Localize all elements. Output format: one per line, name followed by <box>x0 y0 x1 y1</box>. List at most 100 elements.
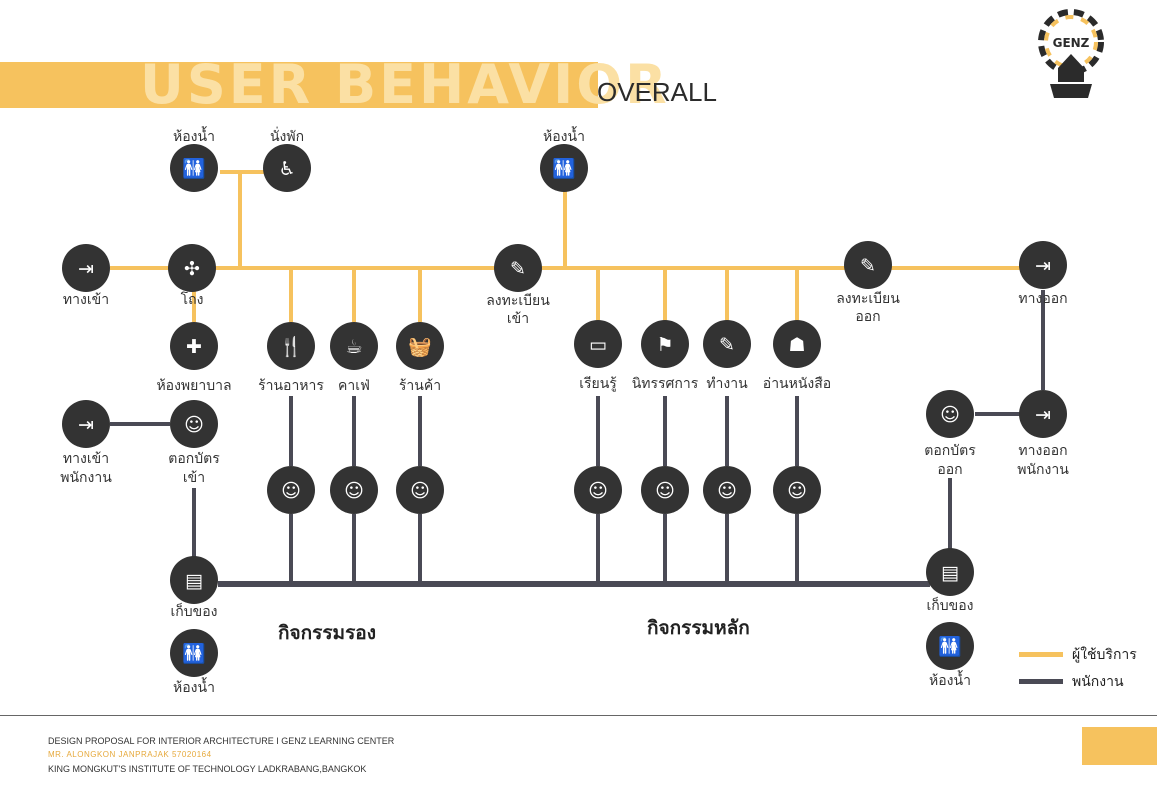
label-rest-area: นั่งพัก <box>269 129 305 145</box>
label-staff-exit-2: พนักงาน <box>1017 462 1069 478</box>
register-out-icon: ✎ <box>844 241 892 289</box>
rest-area-icon: ♿ <box>263 144 311 192</box>
restaurant-icon: 🍴 <box>267 322 315 370</box>
restroom-icon: 🚻 <box>540 144 588 192</box>
staff-worker-icon: ☺ <box>703 466 751 514</box>
infirmary-icon: ✚ <box>170 322 218 370</box>
section-primary-activities: กิจกรรมหลัก <box>647 617 750 639</box>
svg-text:✎: ✎ <box>860 255 876 277</box>
label-shop: ร้านค้า <box>398 378 442 394</box>
staff-worker-icon: ☺ <box>396 466 444 514</box>
staff-entrance-icon: ⇥ <box>62 400 110 448</box>
cafe-icon: ☕ <box>330 322 378 370</box>
label-exit: ทางออก <box>1018 291 1068 307</box>
label-infirmary: ห้องพยาบาล <box>156 378 232 394</box>
svg-text:✎: ✎ <box>719 334 735 356</box>
svg-text:🚻: 🚻 <box>182 157 206 180</box>
label-learning: เรียนรู้ <box>579 376 617 392</box>
staff-worker-icon: ☺ <box>267 466 315 514</box>
restroom-icon: 🚻 <box>170 144 218 192</box>
reading-icon: ☗ <box>773 320 821 368</box>
legend-staff-label: พนักงาน <box>1072 674 1124 690</box>
svg-text:🍴: 🍴 <box>279 335 303 358</box>
label-restroom-top-left: ห้องน้ำ <box>173 129 215 145</box>
label-staff-entrance: ทางเข้า <box>62 451 110 467</box>
label-register-in-2: เข้า <box>506 311 530 327</box>
staff-worker-icon: ☺ <box>574 466 622 514</box>
label-punch-in: ตอกบัตร <box>168 451 220 467</box>
legend-staff-swatch <box>1019 679 1063 684</box>
label-punch-out: ตอกบัตร <box>924 443 976 459</box>
svg-text:☺: ☺ <box>588 480 608 502</box>
label-staff-entrance-2: พนักงาน <box>60 470 112 486</box>
exit-icon: ⇥ <box>1019 241 1067 289</box>
register-in-icon: ✎ <box>494 244 542 292</box>
label-staff-exit: ทางออก <box>1018 443 1068 459</box>
svg-text:⇥: ⇥ <box>78 258 94 280</box>
flow-diagram: 🚻♿🚻⇥✣✎✎⇥✚🍴☕🧺▭⚑✎☗⇥☺☺⇥☺☺☺☺☺☺☺▤▤🚻🚻 <box>62 144 1067 677</box>
svg-text:🚻: 🚻 <box>938 635 962 658</box>
svg-text:🚻: 🚻 <box>182 642 206 665</box>
label-punch-out-2: ออก <box>937 462 963 478</box>
svg-text:☺: ☺ <box>655 480 675 502</box>
svg-text:♿: ♿ <box>278 158 295 180</box>
label-punch-in-2: เข้า <box>182 470 206 486</box>
svg-text:⇥: ⇥ <box>1035 255 1051 277</box>
svg-text:☺: ☺ <box>940 404 960 426</box>
label-restaurant: ร้านอาหาร <box>258 378 324 394</box>
punch-out-icon: ☺ <box>926 390 974 438</box>
activity-nodes: 🚻♿🚻⇥✣✎✎⇥✚🍴☕🧺▭⚑✎☗⇥☺☺⇥☺☺☺☺☺☺☺▤▤🚻🚻 <box>62 144 1067 677</box>
section-secondary-activities: กิจกรรมรอง <box>278 622 376 644</box>
svg-text:▤: ▤ <box>941 562 959 584</box>
working-icon: ✎ <box>703 320 751 368</box>
svg-text:✚: ✚ <box>186 336 202 358</box>
label-register-out: ลงทะเบียน <box>836 291 900 307</box>
footer-project-title: DESIGN PROPOSAL FOR INTERIOR ARCHITECTUR… <box>48 736 395 746</box>
punch-in-icon: ☺ <box>170 400 218 448</box>
label-locker-right: เก็บของ <box>926 598 974 614</box>
connection-lines <box>110 170 1045 587</box>
svg-text:☗: ☗ <box>788 334 805 356</box>
label-restroom-bottom-left: ห้องน้ำ <box>173 680 215 696</box>
restroom-icon: 🚻 <box>170 629 218 677</box>
locker-icon: ▤ <box>926 548 974 596</box>
footer-divider <box>0 715 1157 716</box>
svg-text:☺: ☺ <box>344 480 364 502</box>
svg-text:☕: ☕ <box>345 336 362 358</box>
header-bar <box>0 62 598 108</box>
exhibition-icon: ⚑ <box>641 320 689 368</box>
page-subtitle: OVERALL <box>597 77 717 107</box>
label-reading: อ่านหนังสือ <box>762 376 832 392</box>
locker-icon: ▤ <box>170 556 218 604</box>
footer-accent-bar <box>1082 727 1157 765</box>
footer-institution: KING MONGKUT'S INSTITUTE OF TECHNOLOGY L… <box>48 764 367 774</box>
label-locker-left: เก็บของ <box>170 604 218 620</box>
staff-worker-icon: ☺ <box>330 466 378 514</box>
lobby-icon: ✣ <box>168 244 216 292</box>
svg-text:▤: ▤ <box>185 570 203 592</box>
entrance-icon: ⇥ <box>62 244 110 292</box>
label-working: ทำงาน <box>706 376 748 392</box>
label-register-out-2: ออก <box>855 309 881 325</box>
svg-text:🚻: 🚻 <box>552 157 576 180</box>
label-register-in: ลงทะเบียน <box>486 293 550 309</box>
svg-text:▭: ▭ <box>589 334 607 356</box>
genz-logo: GENZ <box>1038 9 1104 98</box>
staff-worker-icon: ☺ <box>773 466 821 514</box>
svg-text:☺: ☺ <box>717 480 737 502</box>
staff-exit-icon: ⇥ <box>1019 390 1067 438</box>
svg-text:⚑: ⚑ <box>656 334 673 356</box>
label-restroom-bottom-right: ห้องน้ำ <box>929 673 971 689</box>
label-restroom-top-center: ห้องน้ำ <box>543 129 585 145</box>
svg-text:GENZ: GENZ <box>1053 36 1090 50</box>
svg-text:☺: ☺ <box>787 480 807 502</box>
label-cafe: คาเฟ่ <box>338 378 370 394</box>
restroom-icon: 🚻 <box>926 622 974 670</box>
staff-worker-icon: ☺ <box>641 466 689 514</box>
legend-user-swatch <box>1019 652 1063 657</box>
label-exhibition: นิทรรศการ <box>631 376 699 392</box>
svg-text:☺: ☺ <box>281 480 301 502</box>
svg-text:⇥: ⇥ <box>78 414 94 436</box>
svg-text:☺: ☺ <box>184 414 204 436</box>
